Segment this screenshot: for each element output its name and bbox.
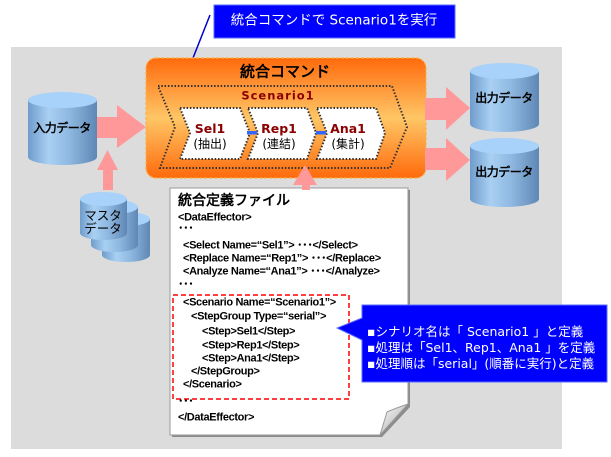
doc-line: ･･･: [178, 278, 194, 291]
note-bullet: ▪処理は「Sel1、Rep1、Ana1 」を定義: [367, 339, 596, 355]
doc-line: <Replace Name=“Rep1”> ･･･</Replace>: [183, 252, 381, 265]
output-arrow-2: [425, 138, 470, 181]
master-data-cylinder-front: [80, 192, 127, 240]
step-connector: [316, 131, 326, 135]
step-desc-ana1: (集計): [331, 137, 365, 151]
doc-line: <Step>Rep1</Step>: [202, 339, 300, 352]
scenario-name: Scenario1: [241, 88, 315, 103]
top-callout-text: 統合コマンドで Scenario1を実行: [230, 12, 438, 29]
output-data-cylinder-2: [470, 138, 539, 207]
output-data-cylinder-1: [470, 63, 539, 132]
master-data-label-line2: データ: [84, 220, 122, 236]
step-name-ana1: Ana1: [330, 120, 366, 136]
step-chevron-rep1: [246, 107, 318, 160]
top-callout: [213, 4, 456, 39]
output-data-label-1: 出力データ: [475, 91, 533, 105]
input-arrow: [97, 105, 146, 148]
doc-line: ･･･: [178, 395, 194, 408]
master-data-label-line1: マスタ: [84, 207, 122, 223]
step-chevron-ana1: [315, 107, 387, 160]
doc-line: <Step>Sel1</Step>: [202, 325, 296, 338]
input-data-label: 入力データ: [33, 121, 91, 135]
output-arrow-1: [425, 87, 470, 130]
definition-file-arrow: [293, 165, 317, 190]
integrated-command-title: 統合コマンド: [239, 62, 331, 81]
step-connector: [247, 131, 257, 135]
doc-line: ･･･: [178, 222, 194, 235]
doc-line: <Select Name=“Sel1”> ･･･</Select>: [183, 239, 358, 252]
step-desc-rep1: (連結): [262, 137, 296, 151]
scenario-highlight-box: [172, 294, 350, 400]
note-callout: [335, 304, 608, 383]
doc-line: <Step>Ana1</Step>: [202, 352, 300, 365]
doc-line: <Scenario Name=“Scenario1”>: [183, 296, 336, 309]
step-desc-sel1: (抽出): [193, 137, 227, 151]
step-chevron-sel1: [178, 107, 252, 160]
callout-leader-line: [192, 14, 211, 59]
definition-file-title: 統合定義ファイル: [178, 193, 290, 209]
note-bullet: ▪シナリオ名は「 Scenario1 」と定義: [367, 323, 584, 339]
step-name-rep1: Rep1: [261, 120, 297, 136]
document-fold-corner: [379, 402, 410, 436]
doc-line: </DataEffector>: [178, 411, 255, 424]
doc-line: <StepGroup Type=“serial”>: [191, 310, 327, 323]
note-bullet: ▪処理順は「serial」(順番に実行)と定義: [367, 355, 595, 371]
input-data-cylinder: [28, 92, 97, 165]
doc-line: </StepGroup>: [191, 365, 260, 378]
output-data-label-2: 出力データ: [475, 165, 533, 179]
master-data-arrow: [97, 150, 118, 190]
step-name-sel1: Sel1: [194, 120, 226, 136]
doc-line: <DataEffector>: [178, 211, 252, 224]
doc-line: <Analyze Name=“Ana1”> ･･･</Analyze>: [183, 265, 380, 278]
doc-line: </Scenario>: [183, 378, 242, 391]
